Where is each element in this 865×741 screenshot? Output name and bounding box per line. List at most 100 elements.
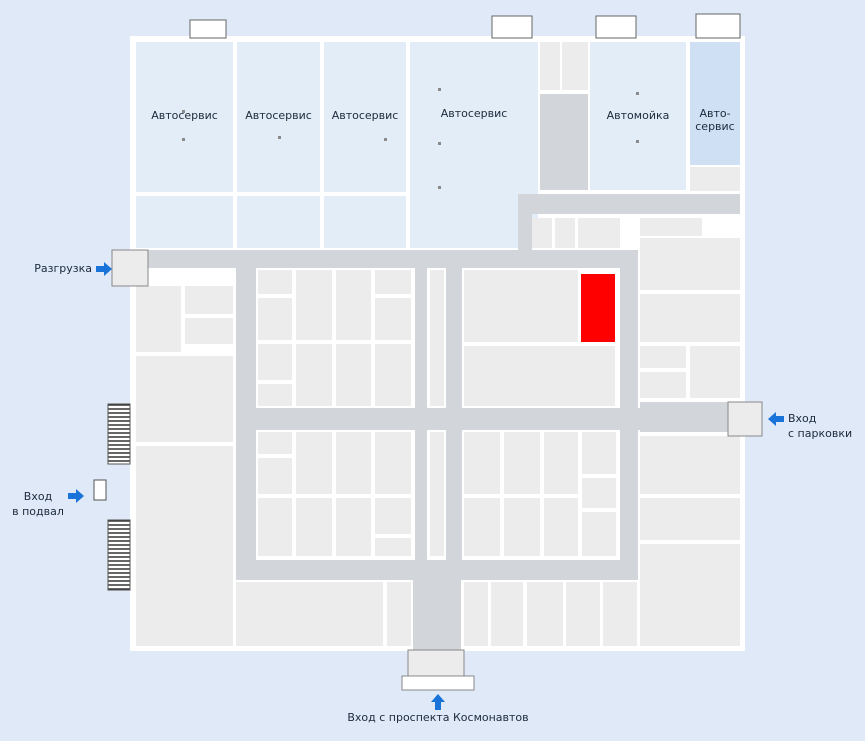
corridor-center-v1 xyxy=(415,268,427,580)
shop-a2 xyxy=(258,298,292,340)
shop-c6 xyxy=(258,498,292,556)
east-room-3 xyxy=(640,346,686,368)
corridor-main-entry xyxy=(413,580,461,652)
east-room-5 xyxy=(640,372,686,398)
east-room-2 xyxy=(640,294,740,342)
east-room-4 xyxy=(690,346,740,398)
shop-d1 xyxy=(464,432,500,494)
south-room-4 xyxy=(527,582,563,646)
west-room-4 xyxy=(136,356,233,442)
stairwell-top xyxy=(540,42,560,90)
utility-corridor xyxy=(518,194,740,214)
utility-room-d xyxy=(640,218,702,236)
service-bay-2[interactable] xyxy=(237,42,320,192)
service-bay-6-lower xyxy=(690,167,740,191)
shop-c2 xyxy=(258,458,292,494)
corridor-south xyxy=(236,560,638,580)
basement-entrance-label-line2: в подвал xyxy=(12,505,64,518)
stairs-icon xyxy=(107,403,131,465)
shop-d6 xyxy=(464,498,500,556)
south-room-1 xyxy=(387,582,411,646)
service-bay-6-label-line1: Авто- xyxy=(699,107,731,120)
service-bay-4-label: Автосервис xyxy=(440,107,508,120)
roof-box-2 xyxy=(491,15,533,39)
porch-parking xyxy=(727,401,763,437)
shop-a11 xyxy=(375,344,411,406)
corridor-center-v2 xyxy=(446,268,462,580)
shop-a8 xyxy=(258,384,292,406)
shop-d9 xyxy=(582,512,616,556)
corridor-middle xyxy=(236,408,740,430)
shop-c4 xyxy=(336,432,371,494)
south-room-5 xyxy=(566,582,600,646)
shop-a9 xyxy=(296,344,332,406)
service-bay-2-label: Автосервис xyxy=(245,109,312,122)
shop-a3 xyxy=(296,270,332,340)
east-room-1 xyxy=(640,238,740,290)
shop-d8 xyxy=(544,498,578,556)
shop-c3 xyxy=(296,432,332,494)
west-room-6 xyxy=(236,582,383,646)
service-room-3b xyxy=(324,196,406,248)
arrow-icon xyxy=(68,489,84,503)
shop-a10 xyxy=(336,344,371,406)
shop-a12 xyxy=(430,270,444,406)
shop-a4 xyxy=(336,270,371,340)
shop-c1 xyxy=(258,432,292,454)
service-bay-6-label-line2: сервис xyxy=(695,120,735,133)
shop-d4 xyxy=(582,432,616,474)
parking-entrance-label-line2: с парковки xyxy=(788,427,853,440)
utility-room-a xyxy=(532,218,552,248)
stairs-icon xyxy=(107,519,131,591)
shop-d5 xyxy=(582,478,616,508)
service-room-1b xyxy=(136,196,233,248)
corridor-east-exit xyxy=(640,402,740,432)
parking-entrance-label-line1: Вход xyxy=(788,412,817,425)
service-room-2b xyxy=(237,196,320,248)
shop-c8 xyxy=(336,498,371,556)
service-bay-3-label: Автосервис xyxy=(331,109,399,122)
service-bay-4[interactable] xyxy=(410,42,538,248)
shop-d2 xyxy=(504,432,540,494)
arrow-icon xyxy=(431,694,445,710)
unloading-label: Разгрузка xyxy=(34,262,92,275)
south-room-3 xyxy=(491,582,523,646)
corridor-north-link xyxy=(518,214,532,254)
shop-d7 xyxy=(504,498,540,556)
service-bay-1[interactable] xyxy=(136,42,233,192)
south-room-2 xyxy=(464,582,488,646)
south-room-6 xyxy=(603,582,637,646)
west-room-5 xyxy=(136,446,233,646)
roof-box-3 xyxy=(595,15,637,39)
shop-a1 xyxy=(258,270,292,294)
service-bay-6[interactable] xyxy=(690,42,740,165)
shop-a5 xyxy=(375,270,411,294)
car-wash[interactable] xyxy=(590,42,686,190)
roof-box-1 xyxy=(189,19,227,39)
arrow-icon xyxy=(96,262,112,276)
corridor-north xyxy=(136,250,636,268)
utility-room-c xyxy=(578,218,620,248)
service-bay-3[interactable] xyxy=(324,42,406,192)
service-bay-1-label: Автосервис xyxy=(151,109,218,122)
east-room-7 xyxy=(640,498,740,540)
porch-main xyxy=(407,649,465,679)
car-wash-label: Автомойка xyxy=(606,109,670,122)
porch-unloading xyxy=(111,249,149,287)
shop-c5 xyxy=(375,432,411,494)
shop-a6 xyxy=(375,298,411,340)
shop-c7 xyxy=(296,498,332,556)
pillars xyxy=(182,88,639,189)
shop-d3 xyxy=(544,432,578,494)
shop-a7 xyxy=(258,344,292,380)
east-room-8 xyxy=(640,544,740,646)
west-room-2 xyxy=(185,286,233,314)
east-room-6 xyxy=(640,436,740,494)
utility-room-b xyxy=(555,218,575,248)
shop-c9 xyxy=(375,498,411,534)
main-entrance-label: Вход с проспекта Космонавтов xyxy=(347,711,529,724)
shop-b-highlight[interactable] xyxy=(581,274,615,342)
arrow-icon xyxy=(768,412,784,426)
